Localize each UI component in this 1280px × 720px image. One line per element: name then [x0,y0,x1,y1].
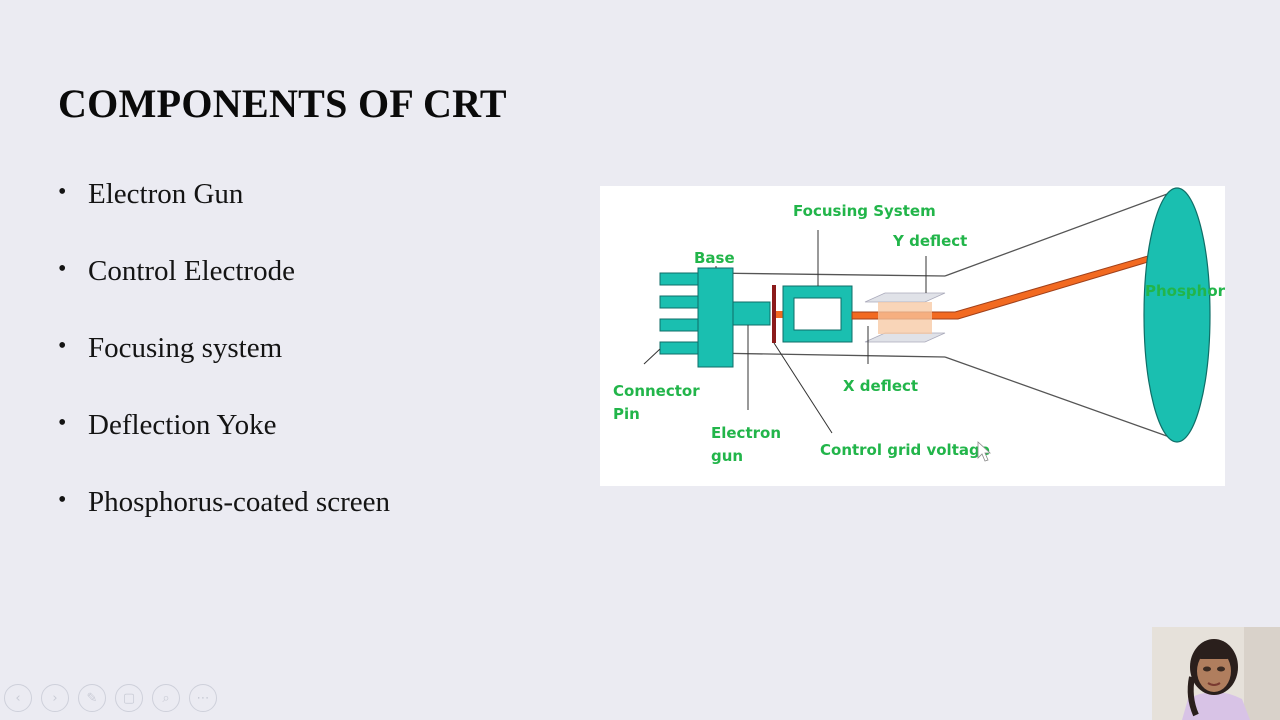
bullet-dot-icon: • [58,179,67,205]
focusing-system-window [793,297,842,331]
x-deflect-plates [878,302,932,334]
label-connector: Connector [613,382,700,400]
crt-diagram: Focusing System Y deflect Base Phosphor … [600,186,1225,486]
previous-icon[interactable]: ‹ [4,684,32,712]
base-block [697,267,734,368]
electron-gun-block [732,301,771,326]
control-grid [772,285,776,343]
y-deflect-plate-bottom [864,332,946,343]
bullet-item: • Focusing system [58,324,390,401]
tube-bottom-neck [707,352,946,358]
bullet-item: • Phosphorus-coated screen [58,478,390,555]
label-focusing-system: Focusing System [793,202,936,220]
leader-connector [643,348,661,365]
label-gun: gun [711,447,743,465]
zoom-icon[interactable]: ⌕ [152,684,180,712]
label-phosphor: Phosphor [1145,282,1225,300]
bullet-dot-icon: • [58,410,67,436]
bullet-item: • Control Electrode [58,247,390,324]
bullet-dot-icon: • [58,256,67,282]
bullet-text: Deflection Yoke [88,409,277,441]
presenter-avatar [1152,627,1280,720]
leader-lines [643,230,927,434]
connector-pin [659,272,701,286]
bullet-text: Focusing system [88,332,283,364]
tube-bottom-funnel [944,356,1179,441]
bullet-dot-icon: • [58,487,67,513]
label-control-grid-voltage: Control grid voltage [820,441,990,459]
slide-title: COMPONENTS OF CRT [58,81,507,126]
bullet-text: Electron Gun [88,178,244,210]
slides-icon[interactable]: ▢ [115,684,143,712]
label-base: Base [694,249,735,267]
tube-top-neck [707,272,946,277]
player-controls: ‹ › ✎ ▢ ⌕ ⋯ [4,684,217,716]
pen-icon[interactable]: ✎ [78,684,106,712]
bullet-list: • Electron Gun • Control Electrode • Focusi… [58,170,390,555]
leader-control-grid [773,342,833,434]
bullet-dot-icon: • [58,333,67,359]
mouse-cursor-icon [977,441,992,462]
connector-pin [659,318,701,332]
beam-start [776,311,783,318]
label-y-deflect: Y deflect [892,232,967,250]
next-icon[interactable]: › [41,684,69,712]
connector-pin [659,341,701,355]
crt-diagram-svg: Focusing System Y deflect Base Phosphor … [613,187,1225,465]
connector-pins [659,272,701,355]
bullet-text: Phosphorus-coated screen [88,486,390,518]
bullet-item: • Electron Gun [58,170,390,247]
more-icon[interactable]: ⋯ [189,684,217,712]
bullet-text: Control Electrode [88,255,295,287]
label-pin: Pin [613,405,640,423]
bullet-item: • Deflection Yoke [58,401,390,478]
label-electron: Electron [711,424,781,442]
phosphor-screen [1143,187,1211,443]
label-x-deflect: X deflect [843,377,918,395]
y-deflect-plate-top [864,292,946,303]
presenter-webcam [1152,627,1280,720]
tube-top-funnel [944,189,1179,277]
connector-pin [659,295,701,309]
